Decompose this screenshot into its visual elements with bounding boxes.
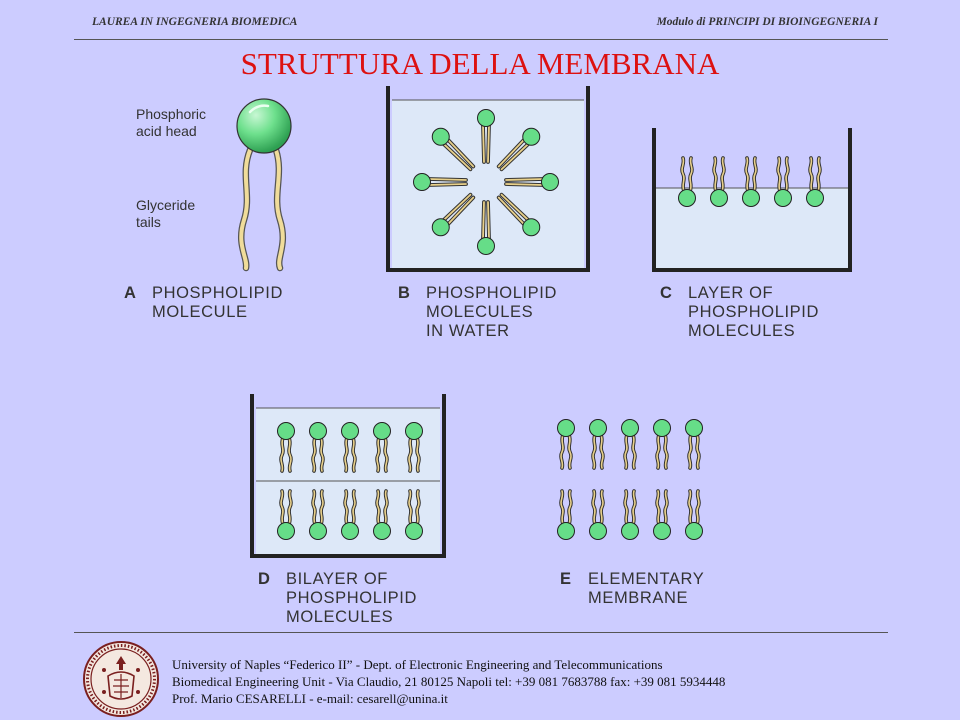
panel-b-caption-line1: PHOSPHOLIPID [426, 284, 557, 302]
panel-d-caption-line3: MOLECULES [286, 608, 393, 626]
panel-b-caption-line3: IN WATER [426, 322, 510, 340]
tail-label-line1: Glyceride [136, 197, 195, 213]
head-label-line1: Phosphoric [136, 106, 206, 122]
membrane-figure: Phosphoric acid head Glyceride tails A P… [124, 86, 852, 626]
panel-d-caption-line2: PHOSPHOLIPID [286, 589, 417, 607]
panel-e-letter: E [560, 570, 572, 588]
footer-rule [74, 632, 888, 633]
footer-line2: Biomedical Engineering Unit - Via Claudi… [172, 674, 726, 689]
panel-b-letter: B [398, 284, 411, 302]
header-rule [74, 39, 888, 40]
panel-a-caption-line1: PHOSPHOLIPID [152, 284, 283, 302]
course-label: LAUREA IN INGEGNERIA BIOMEDICA [92, 16, 298, 28]
module-label: Modulo di PRINCIPI DI BIOINGEGNERIA I [656, 16, 878, 28]
tail-label-line2: tails [136, 214, 161, 230]
panel-d-caption-line1: BILAYER OF [286, 570, 388, 588]
panel-d-letter: D [258, 570, 271, 588]
head-label-line2: acid head [136, 123, 197, 139]
panel-e-membrane [555, 417, 705, 542]
panel-a-letter: A [124, 284, 137, 302]
panel-a-caption-line2: MOLECULE [152, 303, 248, 321]
university-seal-icon [83, 641, 159, 717]
panel-e-caption-line2: MEMBRANE [588, 589, 688, 607]
footer-line3: Prof. Mario CESARELLI - e-mail: cesarell… [172, 691, 448, 706]
slide-title: STRUTTURA DELLA MEMBRANA [240, 46, 720, 81]
panel-c-letter: C [660, 284, 673, 302]
panel-c-caption-line2: PHOSPHOLIPID [688, 303, 819, 321]
panel-e-caption-line1: ELEMENTARY [588, 570, 704, 588]
panel-c-caption-line1: LAYER OF [688, 284, 773, 302]
panel-b-caption-line2: MOLECULES [426, 303, 533, 321]
footer-text: University of Naples “Federico II” - Dep… [172, 656, 725, 707]
footer-line1: University of Naples “Federico II” - Dep… [172, 657, 663, 672]
panel-c-caption-line3: MOLECULES [688, 322, 795, 340]
panel-a-molecule [236, 98, 292, 272]
